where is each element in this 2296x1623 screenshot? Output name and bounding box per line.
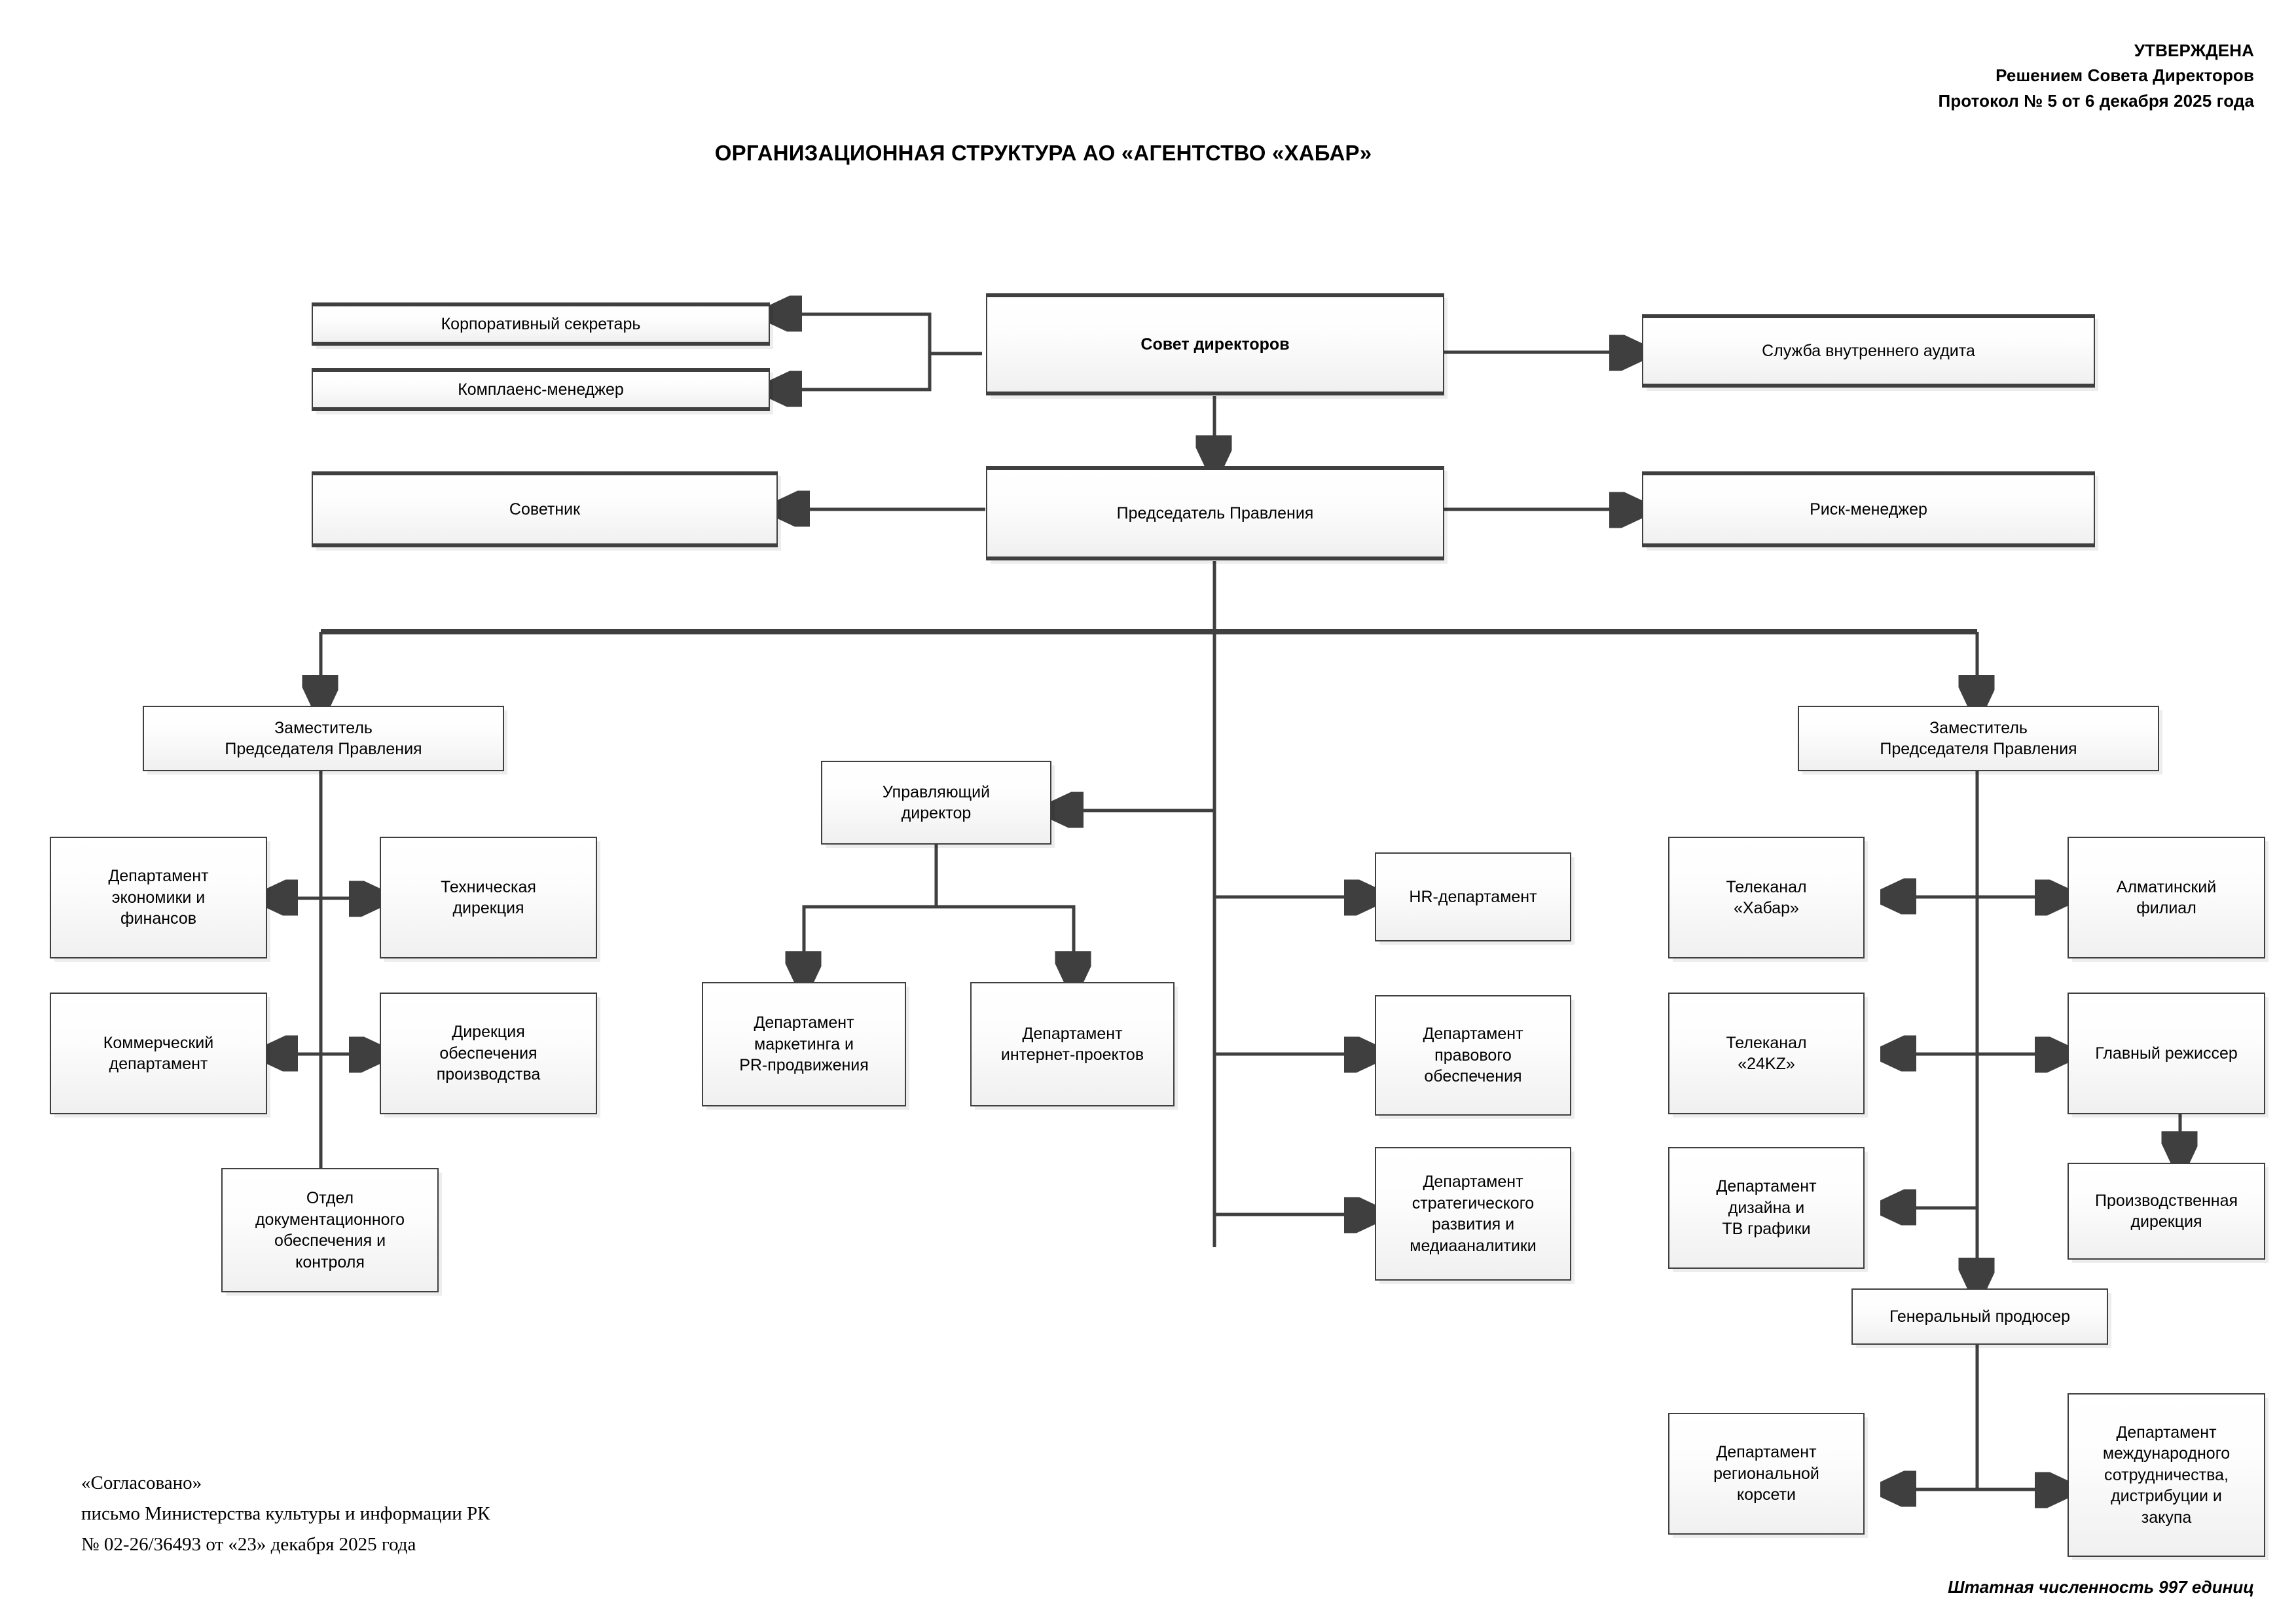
node-label: Председатель Правления [1116,503,1314,522]
node-label: Риск-менеджер [1810,500,1927,519]
node-corporate-secretary[interactable]: Корпоративный секретарь [312,302,770,346]
approval-block: УТВЕРЖДЕНА Решением Совета Директоров Пр… [1939,38,2254,113]
approved-note-line-1: «Согласовано» [81,1472,202,1493]
approved-note: «Согласовано» письмо Министерства культу… [81,1468,490,1560]
node-label: Главный режиссер [2095,1044,2238,1063]
node-tv-channel-habar[interactable]: Телеканал«Хабар» [1668,837,1865,958]
node-board-of-directors[interactable]: Совет директоров [986,293,1444,395]
node-compliance-manager[interactable]: Комплаенс-менеджер [312,368,770,411]
node-label: Служба внутреннего аудита [1762,341,1975,360]
node-internal-audit-service[interactable]: Служба внутреннего аудита [1642,314,2095,388]
node-label: HR-департамент [1409,887,1537,906]
page-title: ОРГАНИЗАЦИОННАЯ СТРУКТУРА АО «АГЕНТСТВО … [0,141,2296,166]
node-label: Телеканал«24KZ» [1726,1033,1807,1074]
node-general-producer[interactable]: Генеральный продюсер [1851,1288,2108,1345]
node-chief-director[interactable]: Главный режиссер [2068,993,2265,1114]
node-chairman-of-board[interactable]: Председатель Правления [986,466,1444,560]
node-label: Комплаенс-менеджер [458,380,624,399]
node-label: Советник [509,500,581,519]
node-risk-manager[interactable]: Риск-менеджер [1642,471,2095,547]
headcount-note: Штатная численность 997 единиц [1948,1577,2254,1597]
approval-line-1: УТВЕРЖДЕНА [2134,41,2254,60]
approved-note-line-3: № 02-26/36493 от «23» декабря 2025 года [81,1533,416,1555]
node-advisor[interactable]: Советник [312,471,778,547]
approval-line-3: Протокол № 5 от 6 декабря 2025 года [1938,90,2254,111]
node-label: Генеральный продюсер [1889,1307,2071,1326]
page-title-text: ОРГАНИЗАЦИОННАЯ СТРУКТУРА АО «АГЕНТСТВО … [714,141,1372,165]
node-label: Корпоративный секретарь [441,314,641,333]
approved-note-line-2: письмо Министерства культуры и информаци… [81,1503,490,1524]
node-hr-department[interactable]: HR-департамент [1375,852,1571,941]
approval-line-2: Решением Совета Директоров [1995,65,2254,86]
node-label: Телеканал«Хабар» [1726,877,1807,918]
node-label: Совет директоров [1140,335,1290,354]
node-tv-channel-24kz[interactable]: Телеканал«24KZ» [1668,993,1865,1114]
